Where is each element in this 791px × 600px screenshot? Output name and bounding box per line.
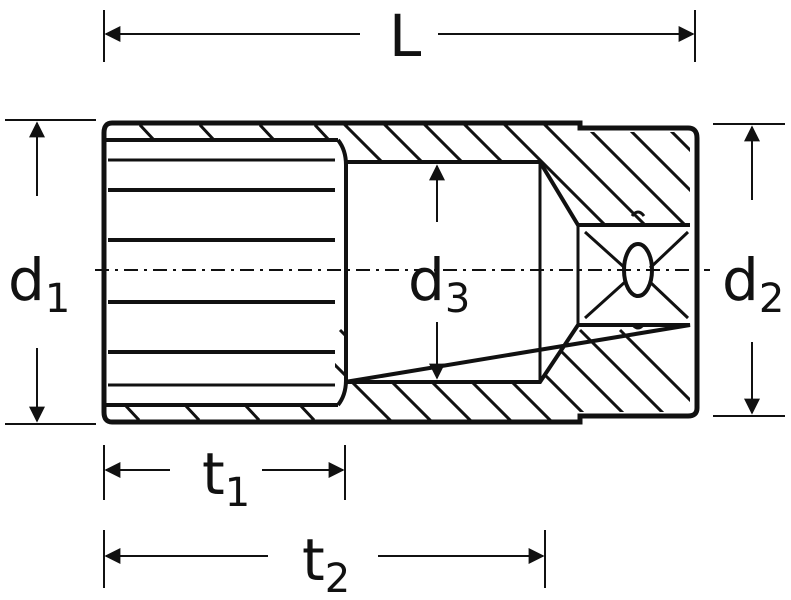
dimension-t2: t2 [103, 526, 546, 600]
dimension-d3: d3 [408, 164, 470, 380]
dimension-t1: t1 [103, 440, 346, 516]
drive-cavity [583, 210, 690, 330]
label-t2: t2 [302, 526, 350, 600]
label-d3: d3 [408, 246, 470, 322]
socket-outline [101, 120, 700, 425]
label-L: L [389, 2, 421, 70]
dimension-d1: d1 [5, 119, 96, 425]
dimension-d2: d2 [713, 123, 785, 417]
socket-body [95, 120, 710, 425]
hex-bore [104, 123, 348, 422]
label-t1: t1 [202, 440, 250, 516]
label-d2: d2 [722, 246, 784, 322]
dimension-L: L [103, 2, 696, 70]
label-d1: d1 [8, 246, 70, 322]
